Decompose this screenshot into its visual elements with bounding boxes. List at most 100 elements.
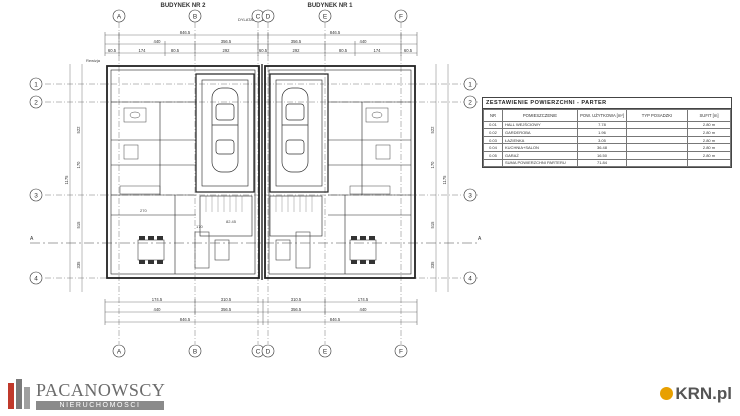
dim-top-inner-8: 60.5: [404, 48, 413, 53]
annotation-revision: Rewizja: [86, 58, 101, 63]
dim-bottom-inner-0: 174.5: [152, 297, 163, 302]
cell-ceiling: 2.80 m: [687, 135, 731, 145]
col-ceiling: SUFIT [m]: [687, 109, 731, 122]
table-header-row: NR POMIESZCZENIE POW. UŻYTKOWA [m²] TYP …: [483, 109, 731, 122]
annotation-dim1: 270: [140, 208, 147, 213]
dim-top-outer-right: 846.5: [330, 30, 341, 35]
table-row: 0.02 GARDEROBA 1.96 2.80 m: [483, 128, 731, 137]
dim-top-mid-2: 356.5: [291, 39, 302, 44]
dim-bottom-inner-1: 310.5: [221, 297, 232, 302]
agency-name: PACANOWSCY: [36, 380, 166, 400]
dim-right-part-2: 515: [430, 221, 435, 229]
cell-area: 3.05: [577, 135, 627, 145]
table-sum-row: SUMA POWIERZCHNI PARTERU 71.84: [483, 158, 731, 168]
dim-bottom-inner-3: 174.5: [358, 297, 369, 302]
dim-left-part-0: 522: [76, 126, 81, 134]
table-row: 0.03 ŁAZIENKA 3.05 2.80 m: [483, 135, 731, 145]
cell-room: ŁAZIENKA: [502, 135, 578, 145]
dim-bottom-mid-2: 356.5: [291, 307, 302, 312]
axis-top-c: C: [256, 14, 261, 21]
dim-top-inner-7: 174: [374, 48, 382, 53]
area-table-title: ZESTAWIENIE POWIERZCHNI - PARTER: [483, 98, 731, 109]
table-row: 0.05 GARAŻ 16.50 2.80 m: [483, 150, 731, 160]
sum-label: SUMA POWIERZCHNI PARTERU: [502, 158, 578, 168]
cell-area: 7.78: [577, 120, 627, 130]
cell-area: 16.50: [577, 150, 627, 160]
sum-value: 71.84: [577, 158, 627, 168]
dim-left-part-2: 515: [76, 221, 81, 229]
dim-right-total: 1175: [442, 175, 447, 185]
col-area: POW. UŻYTKOWA [m²]: [577, 109, 627, 122]
krn-text: KRN.pl: [675, 384, 732, 403]
cell-nr: 0.03: [483, 135, 503, 145]
axis-bottom-e: E: [323, 349, 328, 356]
dim-bottom-mid-3: 440: [360, 307, 368, 312]
axis-right-2: 2: [468, 100, 472, 107]
axis-left-4: 4: [34, 276, 38, 283]
axis-top-e: E: [323, 14, 328, 21]
dim-bottom-mid-1: 356.5: [221, 307, 232, 312]
cell-floor: [626, 143, 688, 152]
dim-top-inner-5: 292: [293, 48, 301, 53]
annotation-dim3: 170: [196, 224, 203, 229]
dim-left-total: 1175: [64, 175, 69, 185]
dim-right-part-3: 335: [430, 261, 435, 269]
axis-bottom-d: D: [266, 349, 271, 356]
dim-top-mid-0: 440: [154, 39, 162, 44]
dim-bottom-inner-2: 310.5: [291, 297, 302, 302]
section-mark-left: A: [30, 236, 34, 242]
building-1-title: BUDYNEK NR 1: [307, 3, 353, 9]
axis-top-a: A: [117, 14, 122, 21]
annotation-dim2: 82.45: [226, 219, 237, 224]
cell-room: GARAŻ: [502, 150, 578, 160]
dim-bottom-outer-right: 846.5: [330, 317, 341, 322]
cell-ceiling: 2.80 m: [687, 150, 731, 160]
cell-floor: [626, 120, 688, 130]
dim-top-inner-0: 60.5: [108, 48, 117, 53]
cell-floor: [626, 150, 688, 160]
dim-left-part-1: 170: [76, 161, 81, 169]
cell-nr: 0.04: [483, 143, 503, 152]
axis-bottom-b: B: [193, 349, 197, 356]
agency-subtitle: NIERUCHOMOŚCI: [36, 401, 164, 410]
cell-ceiling: 2.80 m: [687, 143, 731, 152]
axis-left-3: 3: [34, 193, 38, 200]
table-row: 0.04 KUCHNIA+SALON 36.48 2.80 m: [483, 143, 731, 152]
axis-right-3: 3: [468, 193, 472, 200]
krn-watermark: KRN.pl: [660, 384, 732, 404]
axis-right-4: 4: [468, 276, 472, 283]
cell-floor: [626, 128, 688, 137]
col-nr: NR: [483, 109, 503, 122]
cell-ceiling: 2.80 m: [687, 128, 731, 137]
dim-top-inner-4: 60.5: [259, 48, 268, 53]
cell-ceiling: 2.80 m: [687, 120, 731, 130]
dim-top-inner-3: 292: [223, 48, 231, 53]
axis-bottom-f: F: [399, 349, 403, 356]
table-row: 0.01 HALL WEJŚCIOWY 7.78 2.80 m: [483, 120, 731, 130]
dim-top-inner-6: 80.5: [339, 48, 348, 53]
section-mark-right: A: [478, 236, 482, 242]
dim-bottom-mid-0: 440: [154, 307, 162, 312]
cell-room: KUCHNIA+SALON: [502, 143, 578, 152]
cell-nr: 0.02: [483, 128, 503, 137]
cell-room: GARDEROBA: [502, 128, 578, 137]
col-floor: TYP POSADZKI: [626, 109, 688, 122]
axis-top-b: B: [193, 14, 197, 21]
cell-area: 1.96: [577, 128, 627, 137]
dim-bottom-outer-left: 846.5: [180, 317, 191, 322]
dim-top-inner-2: 80.5: [171, 48, 180, 53]
cell-nr: 0.01: [483, 120, 503, 130]
dim-top-mid-1: 356.5: [221, 39, 232, 44]
dim-top-inner-1: 174: [139, 48, 147, 53]
axis-left-2: 2: [34, 100, 38, 107]
axis-top-f: F: [399, 14, 403, 21]
cell-nr: 0.05: [483, 150, 503, 160]
dim-top-outer-left: 846.5: [180, 30, 191, 35]
dim-right-part-1: 170: [430, 161, 435, 169]
building-2-title: BUDYNEK NR 2: [160, 3, 206, 9]
cell-room: HALL WEJŚCIOWY: [502, 120, 578, 130]
axis-right-1: 1: [468, 82, 472, 89]
axis-left-1: 1: [34, 82, 38, 89]
agency-logo: PACANOWSCY NIERUCHOMOŚCI: [6, 377, 166, 411]
